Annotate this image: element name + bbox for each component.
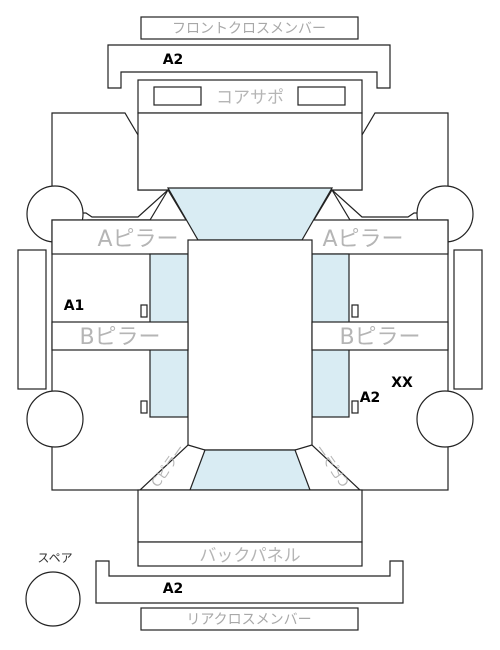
engine-compartment: [137, 112, 363, 191]
marker-right-lower: [351, 400, 359, 414]
back-panel-label: バックパネル: [199, 546, 300, 566]
right-side-code: A2: [360, 390, 381, 406]
right-side-sill: [453, 249, 483, 390]
a-pillar-right-label: Aピラー: [322, 227, 403, 252]
a-pillar-right-band: [301, 219, 449, 255]
marker-right-upper: [351, 304, 359, 318]
left-side-sill: [17, 249, 47, 390]
rear-cross-member-label: リアクロスメンバー: [186, 612, 311, 628]
b-pillar-right-label: Bピラー: [339, 325, 420, 350]
spare-label: スペア: [37, 551, 72, 565]
back-panel-box: [137, 541, 363, 567]
left-side-code: A1: [64, 298, 85, 314]
core-support-right-slot: [297, 86, 346, 106]
front-cross-member-part: [107, 44, 391, 89]
core-support: コアサポ: [137, 79, 363, 114]
front-cross-member-box: フロントクロスメンバー: [140, 16, 359, 40]
rear-cross-member-code: A2: [163, 581, 184, 597]
front-cross-member-code: A2: [163, 52, 184, 68]
rear-left-wheel: [26, 390, 84, 448]
rear-right-wheel: [416, 390, 474, 448]
b-pillar-left-band: [51, 321, 189, 351]
b-pillar-right-band: [311, 321, 449, 351]
core-support-label: コアサポ: [216, 88, 284, 108]
rear-window: [189, 449, 311, 491]
front-cross-member-label: フロントクロスメンバー: [172, 21, 326, 37]
marker-left-lower: [140, 400, 148, 414]
right-side-extra-code: XX: [391, 375, 413, 391]
core-support-left-slot: [153, 86, 202, 106]
trunk-area: [137, 489, 363, 543]
rear-cross-member-part: [95, 560, 404, 604]
a-pillar-left-band: [51, 219, 199, 255]
roof-panel: [187, 239, 313, 451]
b-pillar-left-label: Bピラー: [79, 325, 160, 350]
rear-cross-member-box: [140, 607, 359, 631]
marker-left-upper: [140, 304, 148, 318]
spare-tire: [25, 571, 81, 627]
a-pillar-left-label: Aピラー: [97, 227, 178, 252]
